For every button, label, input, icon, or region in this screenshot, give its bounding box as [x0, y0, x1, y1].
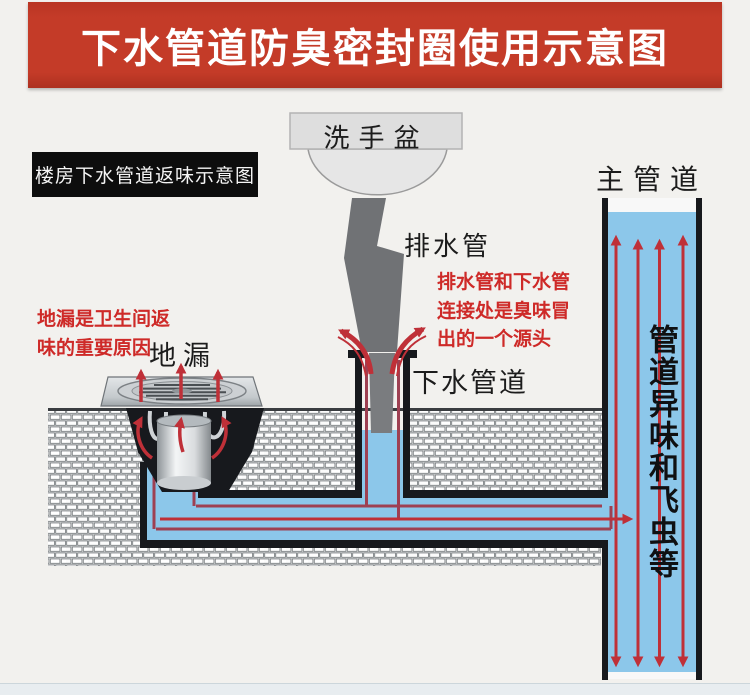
- floor-drain-cause-note: 地漏是卫生间返 味的重要原因: [37, 305, 170, 362]
- floor-drain-cause-line2: 味的重要原因: [37, 336, 152, 359]
- main-pipe-bottom-gap: [608, 672, 696, 679]
- under-grate-arrows: [132, 416, 232, 460]
- trap-cylinder-top: [156, 414, 212, 428]
- wash-basin: [289, 112, 463, 196]
- trap-cylinder: [157, 421, 211, 483]
- floor-line: [48, 408, 602, 411]
- pipe-walls: [140, 198, 702, 680]
- basin-label: 洗手盆: [323, 124, 429, 154]
- title-banner: 下水管道防臭密封圈使用示意图: [28, 2, 722, 88]
- grate-rising-arrows: [135, 362, 224, 402]
- drain-pipe-label: 排水管: [404, 232, 492, 262]
- grate-slots: [139, 384, 226, 401]
- drain-pipe-shape: [344, 198, 404, 352]
- subtitle-badge: 楼房下水管道返味示意图: [32, 152, 258, 197]
- joint-odor-note: 排水管和下水管 连接处是臭味冒 出的一个源头: [437, 268, 570, 354]
- page-title: 下水管道防臭密封圈使用示意图: [81, 26, 669, 72]
- main-pipe-arrows: [610, 234, 689, 668]
- floor-drain-cause-line1: 地漏是卫生间返: [37, 308, 171, 330]
- bottom-edge-strip: [0, 683, 750, 695]
- joint-odor-note-line1: 排水管和下水管: [437, 271, 571, 293]
- floor-drain-assembly: [100, 362, 264, 492]
- main-pipe-top-gap: [608, 198, 696, 212]
- pipe-odor-vertical-note: 管道异味和飞虫等: [643, 324, 678, 580]
- subtitle-badge-label: 楼房下水管道返味示意图: [34, 165, 255, 187]
- sewer-mouth-odor-arrows: [337, 326, 427, 377]
- joint-odor-note-line2: 连接处是臭味冒: [437, 299, 571, 322]
- main-pipe-label: 主管道: [596, 163, 708, 196]
- sewer-pipe-label: 下水管道: [412, 368, 528, 399]
- basin-bowl: [307, 148, 448, 196]
- trap-cylinder-bottom: [157, 476, 211, 490]
- drain-pipe-inside-sewer: [369, 353, 395, 433]
- joint-odor-note-line3: 出的一个源头: [437, 328, 552, 350]
- floor-drain-label: 地漏: [149, 341, 217, 372]
- basin-counter: [289, 112, 463, 150]
